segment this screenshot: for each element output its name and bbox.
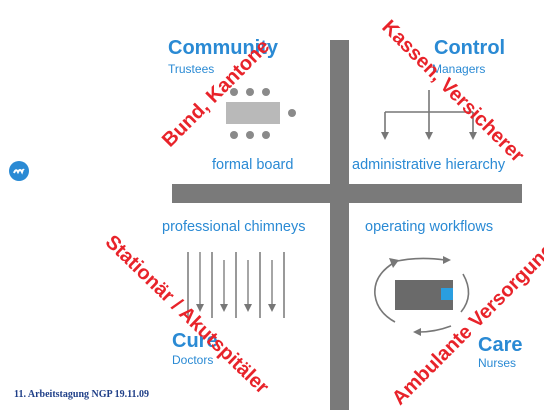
horizontal-bar	[172, 184, 522, 203]
parallel-arrows-icon	[187, 252, 285, 318]
care-title: Care	[478, 334, 523, 356]
hierarchy-arrows-icon	[381, 90, 477, 140]
administrative-hierarchy-label: administrative hierarchy	[352, 157, 506, 173]
professional-chimneys-label: professional chimneys	[162, 219, 306, 235]
formal-board-label: formal board	[212, 157, 294, 173]
care-subtitle: Nurses	[478, 356, 517, 370]
board-table-icon	[226, 88, 296, 139]
vertical-bar	[330, 40, 349, 410]
community-subtitle: Trustees	[168, 62, 215, 76]
control-title: Control	[434, 37, 506, 59]
cure-title: Cure	[172, 330, 218, 352]
control-subtitle: Managers	[432, 62, 486, 76]
organization-logo-icon	[9, 161, 29, 181]
circular-workflow-icon	[374, 256, 470, 336]
community-title: Community	[168, 37, 278, 59]
cure-subtitle: Doctors	[172, 353, 214, 367]
footer-text: 11. Arbeitstagung NGP 19.11.09	[14, 389, 150, 400]
operating-workflows-label: operating workflows	[365, 219, 494, 235]
